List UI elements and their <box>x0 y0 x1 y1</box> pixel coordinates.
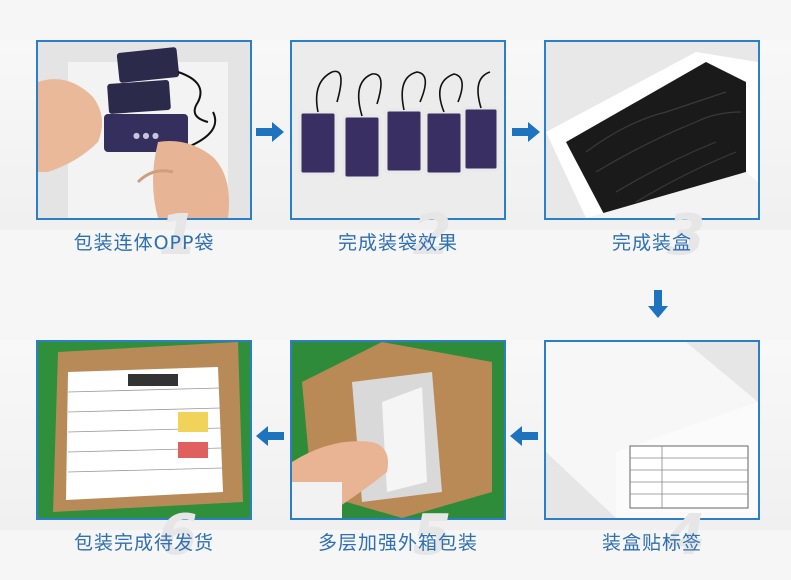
step-4-photo <box>544 340 760 520</box>
boxed-tags-image <box>546 42 758 218</box>
step-5-card: 5 多层加强外箱包装 <box>290 340 506 564</box>
step-3-caption: 完成装盒 <box>611 232 692 254</box>
opp-bag-hands-image: ● ● ● <box>38 42 250 218</box>
arrow-right-icon <box>254 120 286 144</box>
step-1-caption: 包装连体OPP袋 <box>73 232 215 254</box>
step-5-caption: 多层加强外箱包装 <box>317 532 478 554</box>
step-4-caption: 装盒贴标签 <box>601 532 702 554</box>
step-3-photo <box>544 40 760 220</box>
step-5-photo <box>290 340 506 520</box>
shipping-package-image <box>38 342 250 518</box>
arrow-down-icon <box>646 288 670 320</box>
step-2-number: 2 <box>412 203 452 268</box>
step-6-photo <box>36 340 252 520</box>
step-2-photo <box>290 40 506 220</box>
step-3-card: 3 完成装盒 <box>544 40 760 264</box>
arrow-left-icon <box>254 424 286 448</box>
step-2-caption: 完成装袋效果 <box>337 232 458 254</box>
step-1-card: ● ● ● 1 包装连体OPP袋 <box>36 40 252 264</box>
svg-text:● ● ●: ● ● ● <box>133 131 159 140</box>
step-1-number: 1 <box>158 203 198 268</box>
step-6-number: 6 <box>158 503 198 568</box>
arrow-left-icon <box>508 424 540 448</box>
step-2-card: 2 完成装袋效果 <box>290 40 506 264</box>
labeled-box-image <box>546 342 758 518</box>
outer-carton-image <box>292 342 504 518</box>
step-6-card: 6 包装完成待发货 <box>36 340 252 564</box>
step-3-number: 3 <box>666 203 706 268</box>
step-1-photo: ● ● ● <box>36 40 252 220</box>
step-4-card: 4 装盒贴标签 <box>544 340 760 564</box>
arrow-right-icon <box>510 120 542 144</box>
step-5-number: 5 <box>412 503 452 568</box>
step-6-caption: 包装完成待发货 <box>73 532 214 554</box>
bagged-tags-image <box>292 42 504 218</box>
step-4-number: 4 <box>666 503 706 568</box>
